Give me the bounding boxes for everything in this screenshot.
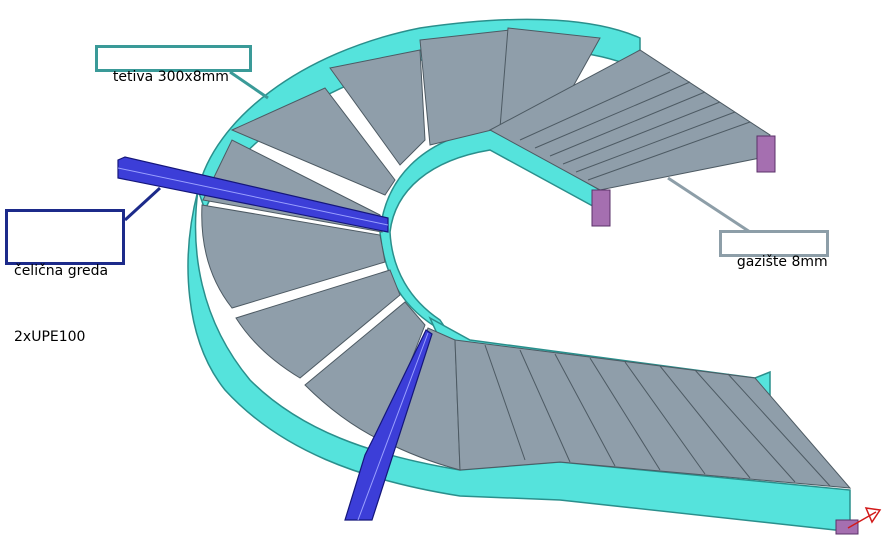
tread-nosing	[624, 361, 706, 475]
inner-stringer	[379, 127, 601, 337]
tread-nosing	[575, 111, 736, 173]
tread-nosing	[554, 353, 616, 467]
callout-beam-line1: čelična greda	[14, 263, 109, 279]
callout-stringer-text: tetiva 300x8mm	[112, 69, 229, 85]
callout-steel-beam: čelična greda 2xUPE100	[5, 209, 125, 345]
tread-nosing	[727, 373, 831, 487]
upper-straight-flight	[488, 49, 771, 191]
tread-nosing	[589, 357, 661, 471]
tread-nosing	[562, 101, 721, 165]
tread-winder	[201, 204, 386, 309]
steel-beam-upper-edge	[117, 167, 389, 226]
tread-nosing	[549, 91, 706, 157]
tread-nosing	[587, 121, 751, 181]
end-plate-upper-left	[591, 189, 611, 227]
end-plate-upper-right	[756, 135, 776, 173]
callout-stringer: tetiva 300x8mm	[95, 45, 252, 85]
axis-arrow-icon	[847, 507, 882, 529]
leader-line-tread	[667, 176, 751, 234]
tread-nosing	[519, 71, 671, 141]
tread-winder	[230, 87, 396, 196]
callout-tread-text: gazište 8mm	[736, 254, 828, 270]
tread-nosing	[484, 344, 526, 461]
tread-straight	[454, 339, 852, 489]
tread-nosing	[534, 81, 691, 149]
end-plate-lower	[835, 519, 859, 535]
steel-beam-lower	[344, 329, 433, 521]
tread-winder	[235, 269, 401, 379]
lower-straight-flight	[454, 339, 852, 489]
tread-winder	[329, 49, 426, 166]
callout-tread: gazište 8mm	[719, 230, 829, 270]
tread-nosing	[659, 365, 751, 479]
tread-nosing	[519, 349, 571, 463]
callout-beam-line2: 2xUPE100	[14, 329, 86, 345]
leader-line-stringer	[229, 70, 269, 100]
leader-line-beam	[123, 186, 162, 222]
tread-nosing	[694, 369, 796, 483]
steel-beam-lower-edge	[357, 332, 429, 521]
